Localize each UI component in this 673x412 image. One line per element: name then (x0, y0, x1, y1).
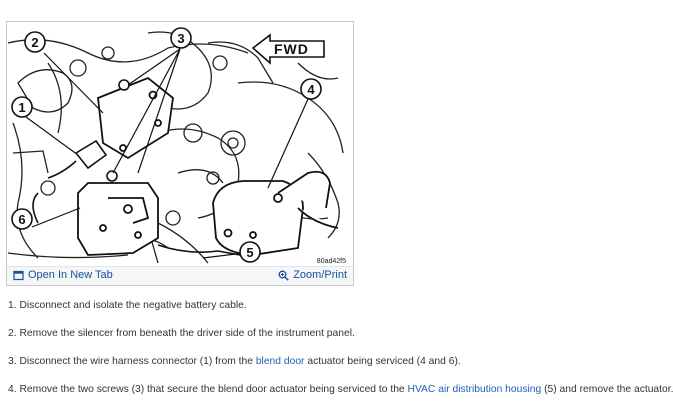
procedure-steps: 1. Disconnect and isolate the negative b… (8, 300, 673, 412)
fwd-label: FWD (274, 41, 309, 57)
actuator-right (212, 170, 339, 256)
hvac-air-distribution-housing-link[interactable]: HVAC air distribution housing (407, 384, 542, 395)
callout-4: 4 (300, 78, 322, 100)
open-new-tab-label: Open In New Tab (28, 269, 113, 281)
callout-5-label: 5 (246, 245, 253, 260)
blend-door-actuator-diagram: FWD 1 2 3 4 5 6 80ad42f5 (7, 23, 352, 267)
step-4-text-after: (5) and remove the actuator. (541, 384, 673, 395)
callout-6: 6 (11, 208, 33, 230)
step-2-text: 2. Remove the silencer from beneath the … (8, 328, 355, 339)
step-1-text: 1. Disconnect and isolate the negative b… (8, 300, 247, 311)
actuator-lower (77, 182, 159, 256)
callout-2-label: 2 (31, 35, 38, 50)
step-4-text-before: 4. Remove the two screws (3) that secure… (8, 384, 408, 395)
wire-harness-connector (32, 139, 108, 224)
open-new-tab-icon (13, 270, 24, 280)
callout-5: 5 (239, 241, 261, 263)
step-4: 4. Remove the two screws (3) that secure… (8, 384, 673, 412)
actuator-upper (97, 76, 174, 160)
leader-lines (25, 48, 309, 259)
callout-1: 1 (11, 96, 33, 118)
figure-id: 80ad42f5 (317, 258, 346, 265)
step-3-text-before: 3. Disconnect the wire harness connector… (8, 356, 256, 367)
callout-3: 3 (170, 27, 192, 49)
zoom-print-link[interactable]: Zoom/Print (278, 269, 347, 281)
zoom-print-label: Zoom/Print (293, 269, 347, 281)
callout-1-label: 1 (18, 100, 25, 115)
callout-4-label: 4 (307, 82, 315, 97)
step-3-text-after: actuator being serviced (4 and 6). (304, 356, 461, 367)
hvac-housing-edge (157, 244, 241, 256)
step-1: 1. Disconnect and isolate the negative b… (8, 300, 648, 328)
forward-arrow-icon: FWD (251, 33, 325, 65)
step-3: 3. Disconnect the wire harness connector… (8, 356, 648, 384)
zoom-icon (278, 270, 289, 281)
callout-6-label: 6 (18, 212, 25, 227)
callout-3-label: 3 (177, 31, 184, 46)
blend-door-link[interactable]: blend door (255, 356, 305, 367)
figure-frame: FWD 1 2 3 4 5 6 80ad42f5 (6, 21, 354, 286)
figure-toolbar: Open In New Tab Zoom/Print (7, 266, 353, 285)
open-new-tab-link[interactable]: Open In New Tab (13, 269, 113, 281)
callout-2: 2 (24, 31, 46, 53)
step-2: 2. Remove the silencer from beneath the … (8, 328, 648, 356)
